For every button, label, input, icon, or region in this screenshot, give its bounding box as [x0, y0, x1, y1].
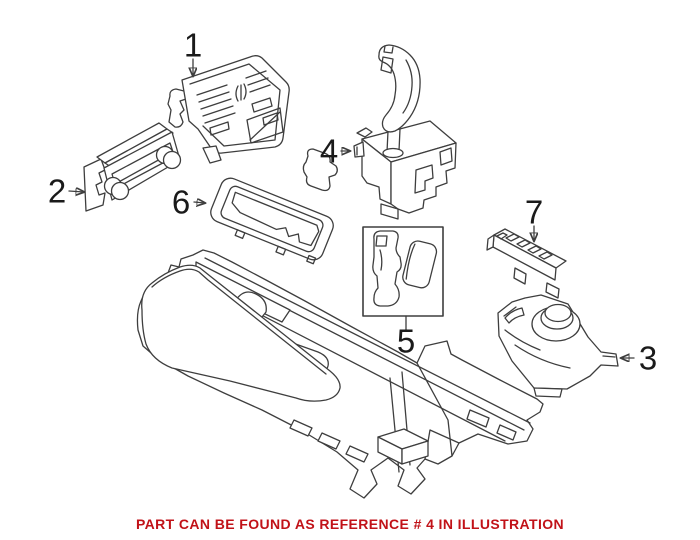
ref-label-7: 7	[524, 193, 544, 231]
center-console-body-drawing	[136, 249, 544, 499]
ref-label-5: 5	[396, 322, 416, 360]
ref-label-2: 2	[47, 172, 67, 210]
part-4-gear-selector-drawing	[353, 44, 457, 220]
part-2-control-unit-drawing	[83, 122, 182, 212]
ref-label-3: 3	[638, 339, 658, 377]
caption-text: PART CAN BE FOUND AS REFERENCE # 4 IN IL…	[135, 516, 565, 532]
reference-arrows	[68, 58, 635, 358]
part-3-rotary-controller-drawing	[497, 294, 619, 398]
part-7-switch-panel-drawing	[486, 228, 567, 299]
part-1-vent-trim-panel-drawing	[167, 55, 338, 192]
ref-label-4: 4	[319, 132, 339, 170]
ref-label-6: 6	[171, 183, 191, 221]
ref-label-1: 1	[183, 26, 203, 64]
part-5-trim-pieces-box-drawing	[362, 226, 444, 331]
part-6-shifter-bezel-drawing	[210, 177, 334, 265]
